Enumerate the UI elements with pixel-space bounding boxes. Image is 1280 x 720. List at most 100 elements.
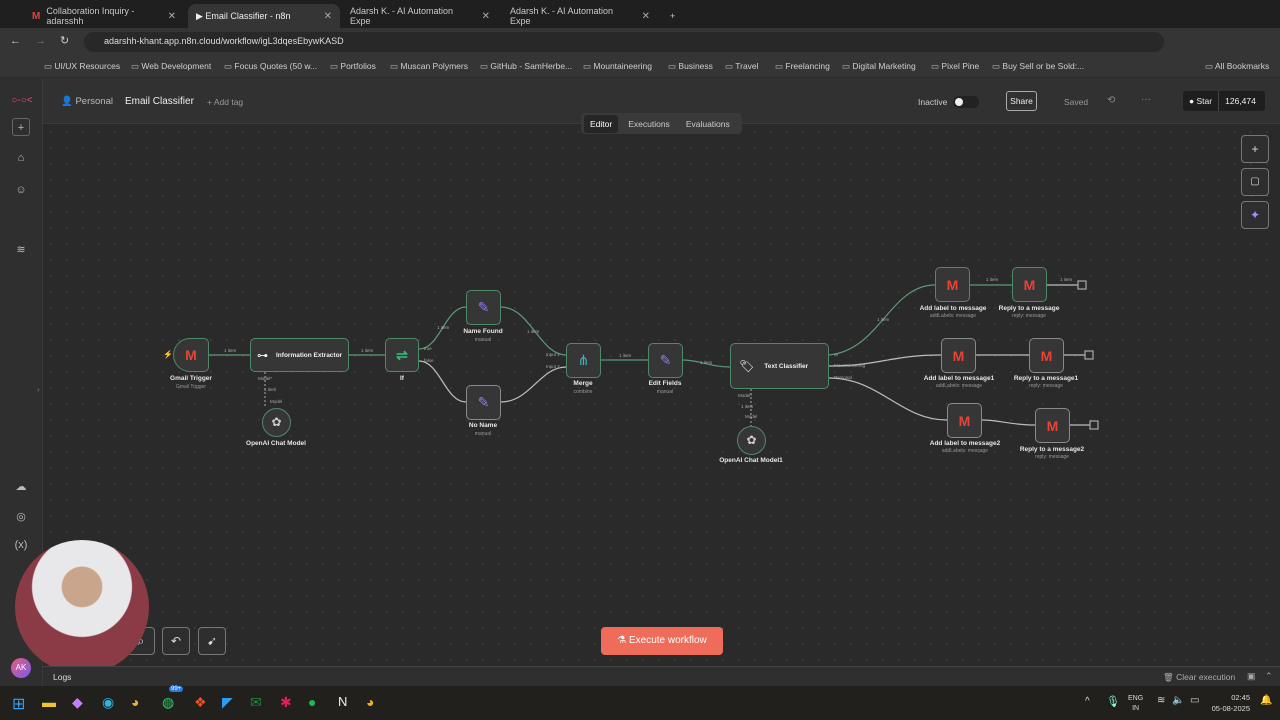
undo-button[interactable]: ↶ [162,627,190,655]
tab-editor[interactable]: Editor [584,114,619,133]
volume-icon[interactable]: 🔈 [1172,695,1185,706]
microphone-icon[interactable]: 🎙 [1106,696,1120,708]
n8n-logo-icon[interactable]: ○-○< [11,95,33,106]
bookmark[interactable]: Digital Marketing [842,61,915,72]
bookmark[interactable]: Web Development [131,61,211,72]
back-icon[interactable]: ← [10,35,21,47]
bookmark[interactable]: UI/UX Resources [44,61,120,72]
history-icon[interactable]: ⟲ [1107,95,1116,106]
node-add-label1[interactable]: M [941,338,976,373]
templates-icon[interactable]: ◎ [16,511,26,523]
url-input[interactable]: adarshh-khant.app.n8n.cloud/workflow/igL… [84,32,1164,52]
user-icon[interactable]: ☺ [15,184,27,196]
node-information-extractor[interactable]: ⊶Information Extractor [250,338,349,372]
tab-upwork-1[interactable]: Adarsh K. - AI Automation Expe✕ [350,6,490,26]
port-label: Model* [738,393,753,398]
popout-icon[interactable]: ▣ [1247,671,1256,681]
share-button[interactable]: Share [1006,91,1037,111]
project-breadcrumb[interactable]: 👤 Personal [61,96,113,107]
reload-icon[interactable]: ↻ [60,35,70,47]
clear-execution-button[interactable]: 🗑 Clear execution [1163,672,1236,682]
tab-n8n[interactable]: ▶ Email Classifier - n8n✕ [188,4,340,28]
sidebar-collapse-icon[interactable]: › [37,385,40,394]
mail-icon[interactable]: ✉ [250,694,262,710]
execute-workflow-button[interactable]: ⚗ Execute workflow [601,627,723,655]
bookmark[interactable]: Focus Quotes (50 w... [224,61,317,72]
battery-icon[interactable]: ▭ [1190,695,1200,706]
close-icon[interactable]: ✕ [323,10,332,22]
bookmark[interactable]: Portfolios [330,61,375,72]
layers-icon[interactable]: ≋ [16,244,26,256]
new-tab-button[interactable]: + [670,11,676,21]
github-star-button[interactable]: ● Star 126,474 [1183,91,1265,111]
bookmark[interactable]: GitHub - SamHerbe... [480,61,572,72]
notification-bell-icon[interactable]: 🔔 [1260,695,1273,706]
node-name-found[interactable]: ✎ [466,290,501,325]
sticky-note-button[interactable]: ▢ [1241,168,1269,196]
avatar[interactable]: AK [11,658,31,678]
node-if[interactable]: ⇌ [385,338,419,372]
node-no-name[interactable]: ✎ [466,385,501,420]
chrome-icon[interactable]: ◕ [366,694,375,710]
bookmark[interactable]: Freelancing [775,61,829,72]
logs-panel[interactable]: Logs 🗑 Clear execution ▣ ⌃ [43,666,1280,686]
bookmark[interactable]: Muscan Polymers [390,61,468,72]
notion-icon[interactable]: N [338,694,348,709]
node-gmail-trigger[interactable]: M [173,338,209,372]
framer-icon[interactable]: ◤ [222,694,233,710]
bookmark[interactable]: Pixel Pine [931,61,979,72]
chevron-up-icon[interactable]: ⌃ [1265,671,1273,681]
tab-upwork-2[interactable]: Adarsh K. - AI Automation Expe✕ [510,6,650,26]
add-tag-button[interactable]: + Add tag [207,97,244,107]
close-icon[interactable]: ✕ [481,10,490,22]
node-add-label2[interactable]: M [947,403,982,438]
variables-icon[interactable]: (x) [14,539,28,551]
wifi-icon[interactable]: ≋ [1157,695,1166,706]
cloud-icon[interactable]: ☁ [15,481,27,493]
bookmark[interactable]: Buy Sell or be Sold:... [992,61,1084,72]
file-explorer-icon[interactable]: ▬ [42,694,56,710]
home-icon[interactable]: ⌂ [17,152,25,164]
all-bookmarks[interactable]: All Bookmarks [1205,61,1269,72]
node-reply2[interactable]: M [1035,408,1070,443]
chrome-icon[interactable]: ◕ [131,694,140,710]
forward-icon[interactable]: → [35,35,46,47]
workflow-canvas[interactable] [43,124,1280,666]
tray-chevron-icon[interactable]: ^ [1085,696,1090,707]
whatsapp-icon[interactable]: ◍ [162,694,175,710]
tab-executions[interactable]: Executions [628,118,670,129]
node-text-classifier[interactable]: 🏷Text Classifier [730,343,829,389]
edge-icon[interactable]: ◉ [102,694,115,710]
add-icon[interactable]: + [12,118,30,136]
more-icon[interactable]: ··· [1141,94,1151,105]
windows-start-icon[interactable]: ⊞ [12,696,26,713]
spotify-icon[interactable]: ● [308,694,317,710]
bookmark[interactable]: Mountaineering [583,61,652,72]
add-node-button[interactable]: + [1241,135,1269,163]
tidy-button[interactable]: ➹ [198,627,226,655]
bookmark[interactable]: Business [668,61,713,72]
node-openai-chat-model[interactable]: ✿ [262,408,291,437]
add-node-icon [1077,280,1087,290]
edge [828,377,948,421]
node-merge[interactable]: ⋔ [566,343,601,378]
close-icon[interactable]: ✕ [641,10,650,22]
node-reply[interactable]: M [1012,267,1047,302]
workflow-title[interactable]: Email Classifier [125,96,194,107]
tab-evaluations[interactable]: Evaluations [685,118,730,129]
node-openai-chat-model1[interactable]: ✿ [737,426,766,455]
slack-icon[interactable]: ✱ [280,694,292,710]
bookmark[interactable]: Travel [725,61,758,72]
node-add-label[interactable]: M [935,267,970,302]
node-edit-fields[interactable]: ✎ [648,343,683,378]
ai-assistant-button[interactable]: ✦ [1241,201,1269,229]
copilot-icon[interactable]: ◆ [72,694,83,710]
node-reply1[interactable]: M [1029,338,1064,373]
figma-icon[interactable]: ❖ [194,694,207,710]
active-toggle[interactable] [953,96,979,108]
close-icon[interactable]: ✕ [167,10,176,22]
